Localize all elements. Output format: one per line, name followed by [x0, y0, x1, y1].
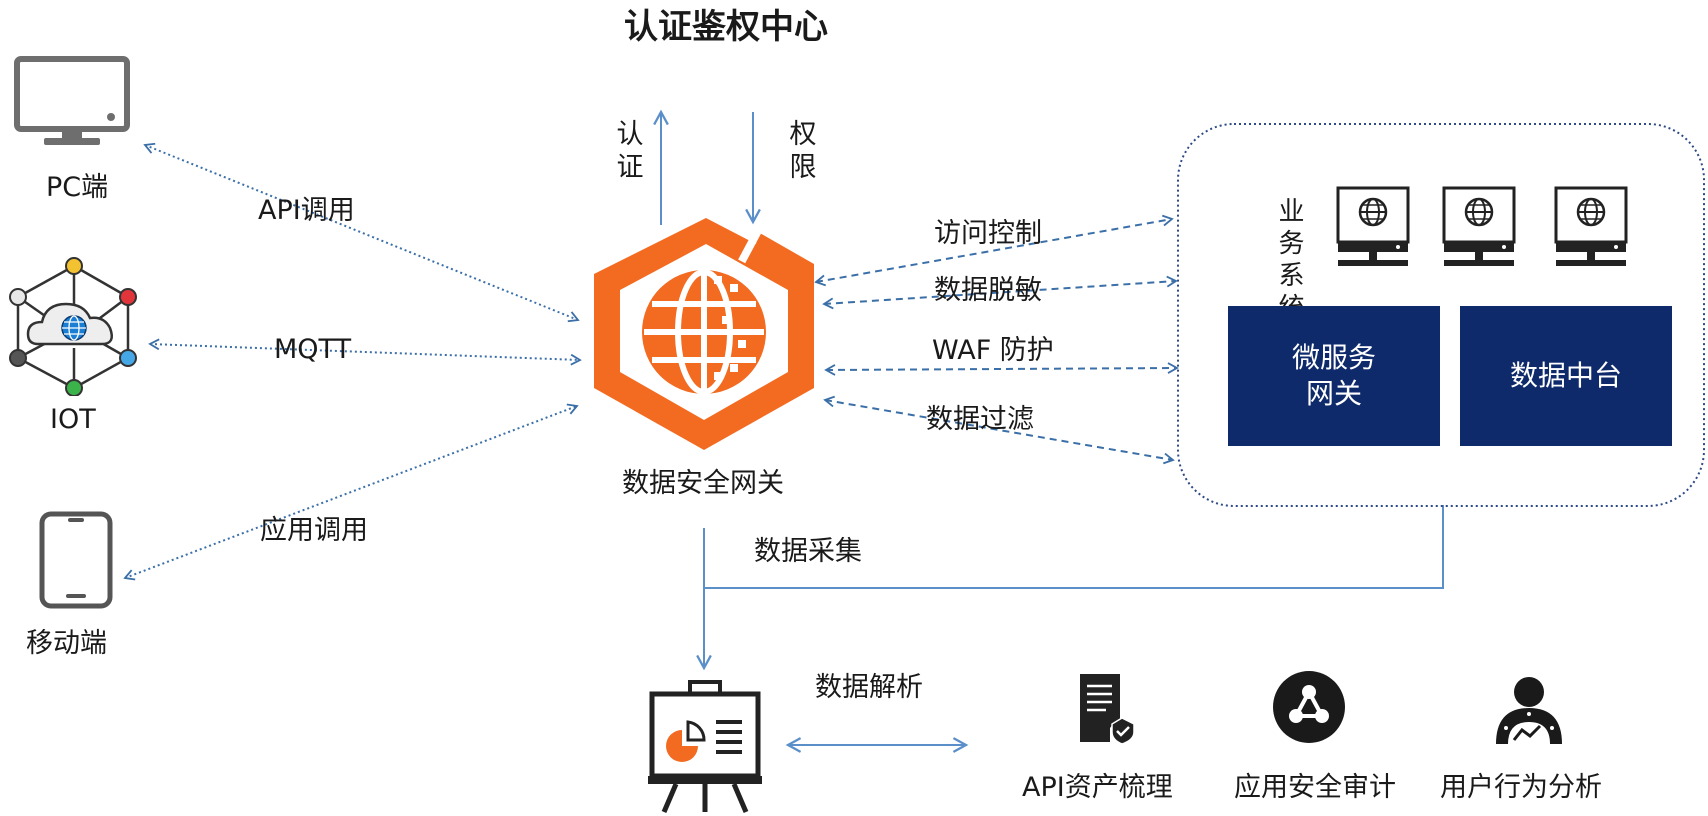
data-filter-label: 数据过滤 — [926, 404, 1034, 435]
access-link — [814, 214, 1174, 287]
api-assets-label: API资产梳理 — [1022, 772, 1173, 803]
server-terminal-icon-3 — [1554, 186, 1628, 266]
app-call-label: 应用调用 — [260, 515, 368, 546]
diagram-title: 认证鉴权中心 — [624, 7, 828, 47]
waf-link — [824, 362, 1179, 376]
client-links — [123, 142, 582, 581]
iot-network-icon — [9, 257, 137, 396]
mobile-phone-icon — [39, 511, 113, 609]
gateway-links — [814, 214, 1179, 465]
api-document-shield-icon — [1080, 674, 1135, 744]
data-collection-label: 数据采集 — [754, 536, 862, 567]
server-terminal-icon-1 — [1336, 186, 1410, 266]
microservice-gateway-line1: 微服务 — [1291, 341, 1376, 374]
business-container — [1177, 123, 1705, 507]
auth-label: 认证 — [616, 119, 644, 183]
monitor-icon — [14, 56, 130, 145]
microservice-gateway-line2: 网关 — [1305, 377, 1362, 410]
waf-protection-label: WAF 防护 — [932, 335, 1054, 366]
pc-link — [143, 142, 580, 323]
iot-link — [148, 338, 582, 366]
app-audit-label: 应用安全审计 — [1234, 772, 1396, 803]
filter-link — [823, 395, 1175, 465]
user-behavior-label: 用户行为分析 — [1440, 772, 1602, 803]
permission-label: 权限 — [789, 119, 817, 183]
mqtt-label: MQTT — [274, 334, 352, 365]
gateway-hexagon-globe-icon — [594, 218, 814, 450]
mobile-link — [123, 403, 579, 581]
iot-label: IOT — [50, 404, 96, 435]
access-control-label: 访问控制 — [934, 218, 1042, 249]
business-feed-line — [704, 505, 1444, 589]
business-system-label: 业务系统 — [1274, 197, 1304, 325]
server-terminal-icon-2 — [1442, 186, 1516, 266]
user-behavior-icon — [1496, 677, 1562, 744]
data-parsing-label: 数据解析 — [815, 672, 923, 703]
gateway-label: 数据安全网关 — [622, 468, 784, 499]
audit-network-icon — [1273, 671, 1345, 743]
mobile-label: 移动端 — [26, 628, 107, 659]
pc-label: PC端 — [46, 172, 109, 203]
data-platform-box: 数据中台 — [1460, 306, 1672, 446]
analytics-board-icon — [648, 680, 762, 813]
microservice-gateway-box: 微服务 网关 — [1228, 306, 1440, 446]
data-platform-label: 数据中台 — [1509, 359, 1622, 392]
mask-link — [822, 275, 1178, 310]
data-masking-label: 数据脱敏 — [934, 275, 1042, 306]
api-call-label: API调用 — [258, 195, 355, 226]
